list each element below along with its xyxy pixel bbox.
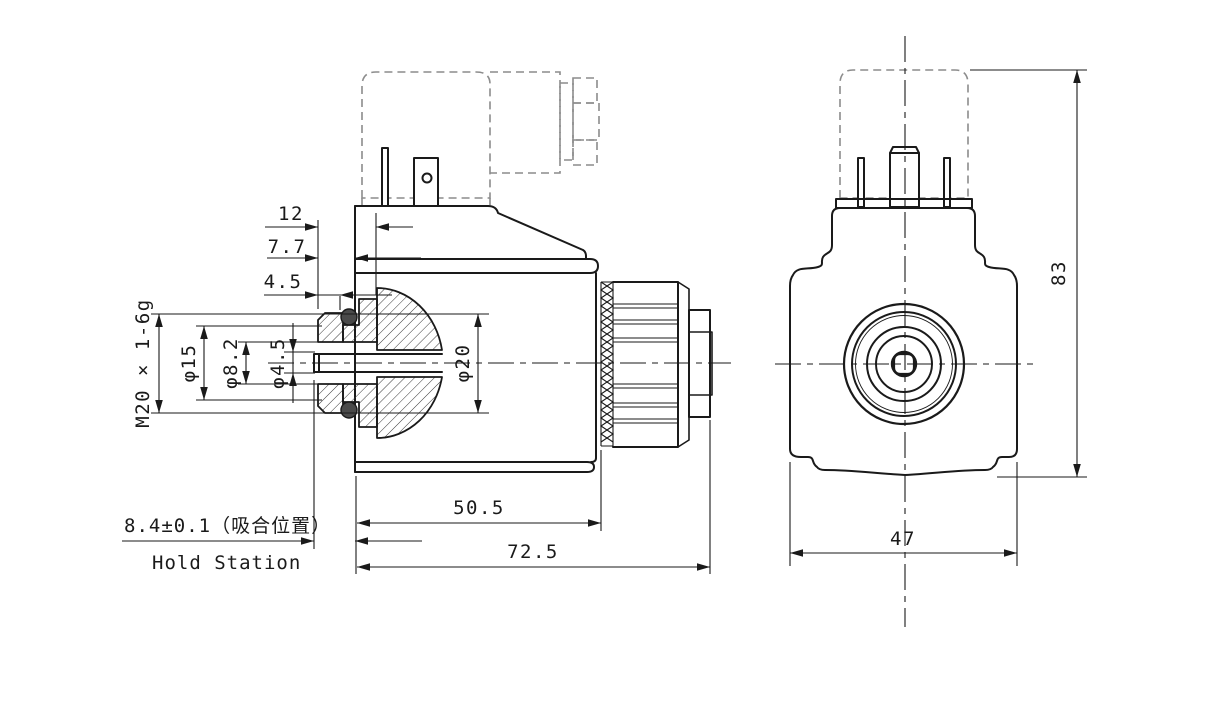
front-view: 83 47 xyxy=(775,36,1087,627)
terminal-hole xyxy=(421,172,433,184)
dim-label-dia8-2: φ8.2 xyxy=(220,337,242,389)
o-ring-bottom xyxy=(340,401,358,419)
dim-label-72-5: 72.5 xyxy=(507,541,559,563)
din-connector-phantom-outline xyxy=(361,71,600,205)
dim-label-83: 83 xyxy=(1048,260,1070,286)
dim-label-50-5: 50.5 xyxy=(453,497,505,519)
extension-lines xyxy=(151,213,711,574)
coil-terminal-pins xyxy=(381,147,439,207)
thread-zigzag xyxy=(600,281,614,447)
solenoid-body-front xyxy=(789,207,1018,476)
knurled-nut xyxy=(612,281,690,448)
hold-station-note-cn: 8.4±0.1（吸合位置） xyxy=(124,515,331,537)
dome-lower xyxy=(376,376,443,439)
dome-upper xyxy=(376,287,443,351)
dim-label-7-7: 7.7 xyxy=(268,236,307,258)
push-pin xyxy=(313,353,443,373)
dim-label-4-5-top: 4.5 xyxy=(264,271,303,293)
dim-label-dia4-5: φ4.5 xyxy=(267,337,289,389)
dim-label-dia15: φ15 xyxy=(178,344,200,383)
hex-nut-lower xyxy=(317,383,344,414)
front-dimension-lines xyxy=(789,69,1087,566)
front-centerlines xyxy=(775,36,1033,627)
dim-label-47: 47 xyxy=(890,528,916,550)
din-connector-phantom-front xyxy=(839,69,969,199)
hex-nut-upper xyxy=(317,312,344,343)
armature-tube-section xyxy=(313,287,443,439)
dim-label-12: 12 xyxy=(278,203,304,225)
o-ring-top xyxy=(340,308,358,326)
dim-label-thread-m20: M20 × 1-6g xyxy=(132,298,154,427)
dim-label-dia20: φ20 xyxy=(452,344,474,383)
hold-station-note-en: Hold Station xyxy=(152,552,301,574)
side-section-view: 12 7.7 4.5 M20 × 1-6g φ15 φ8.2 φ4.5 φ20 … xyxy=(122,71,731,574)
concentric-circles xyxy=(842,302,966,426)
